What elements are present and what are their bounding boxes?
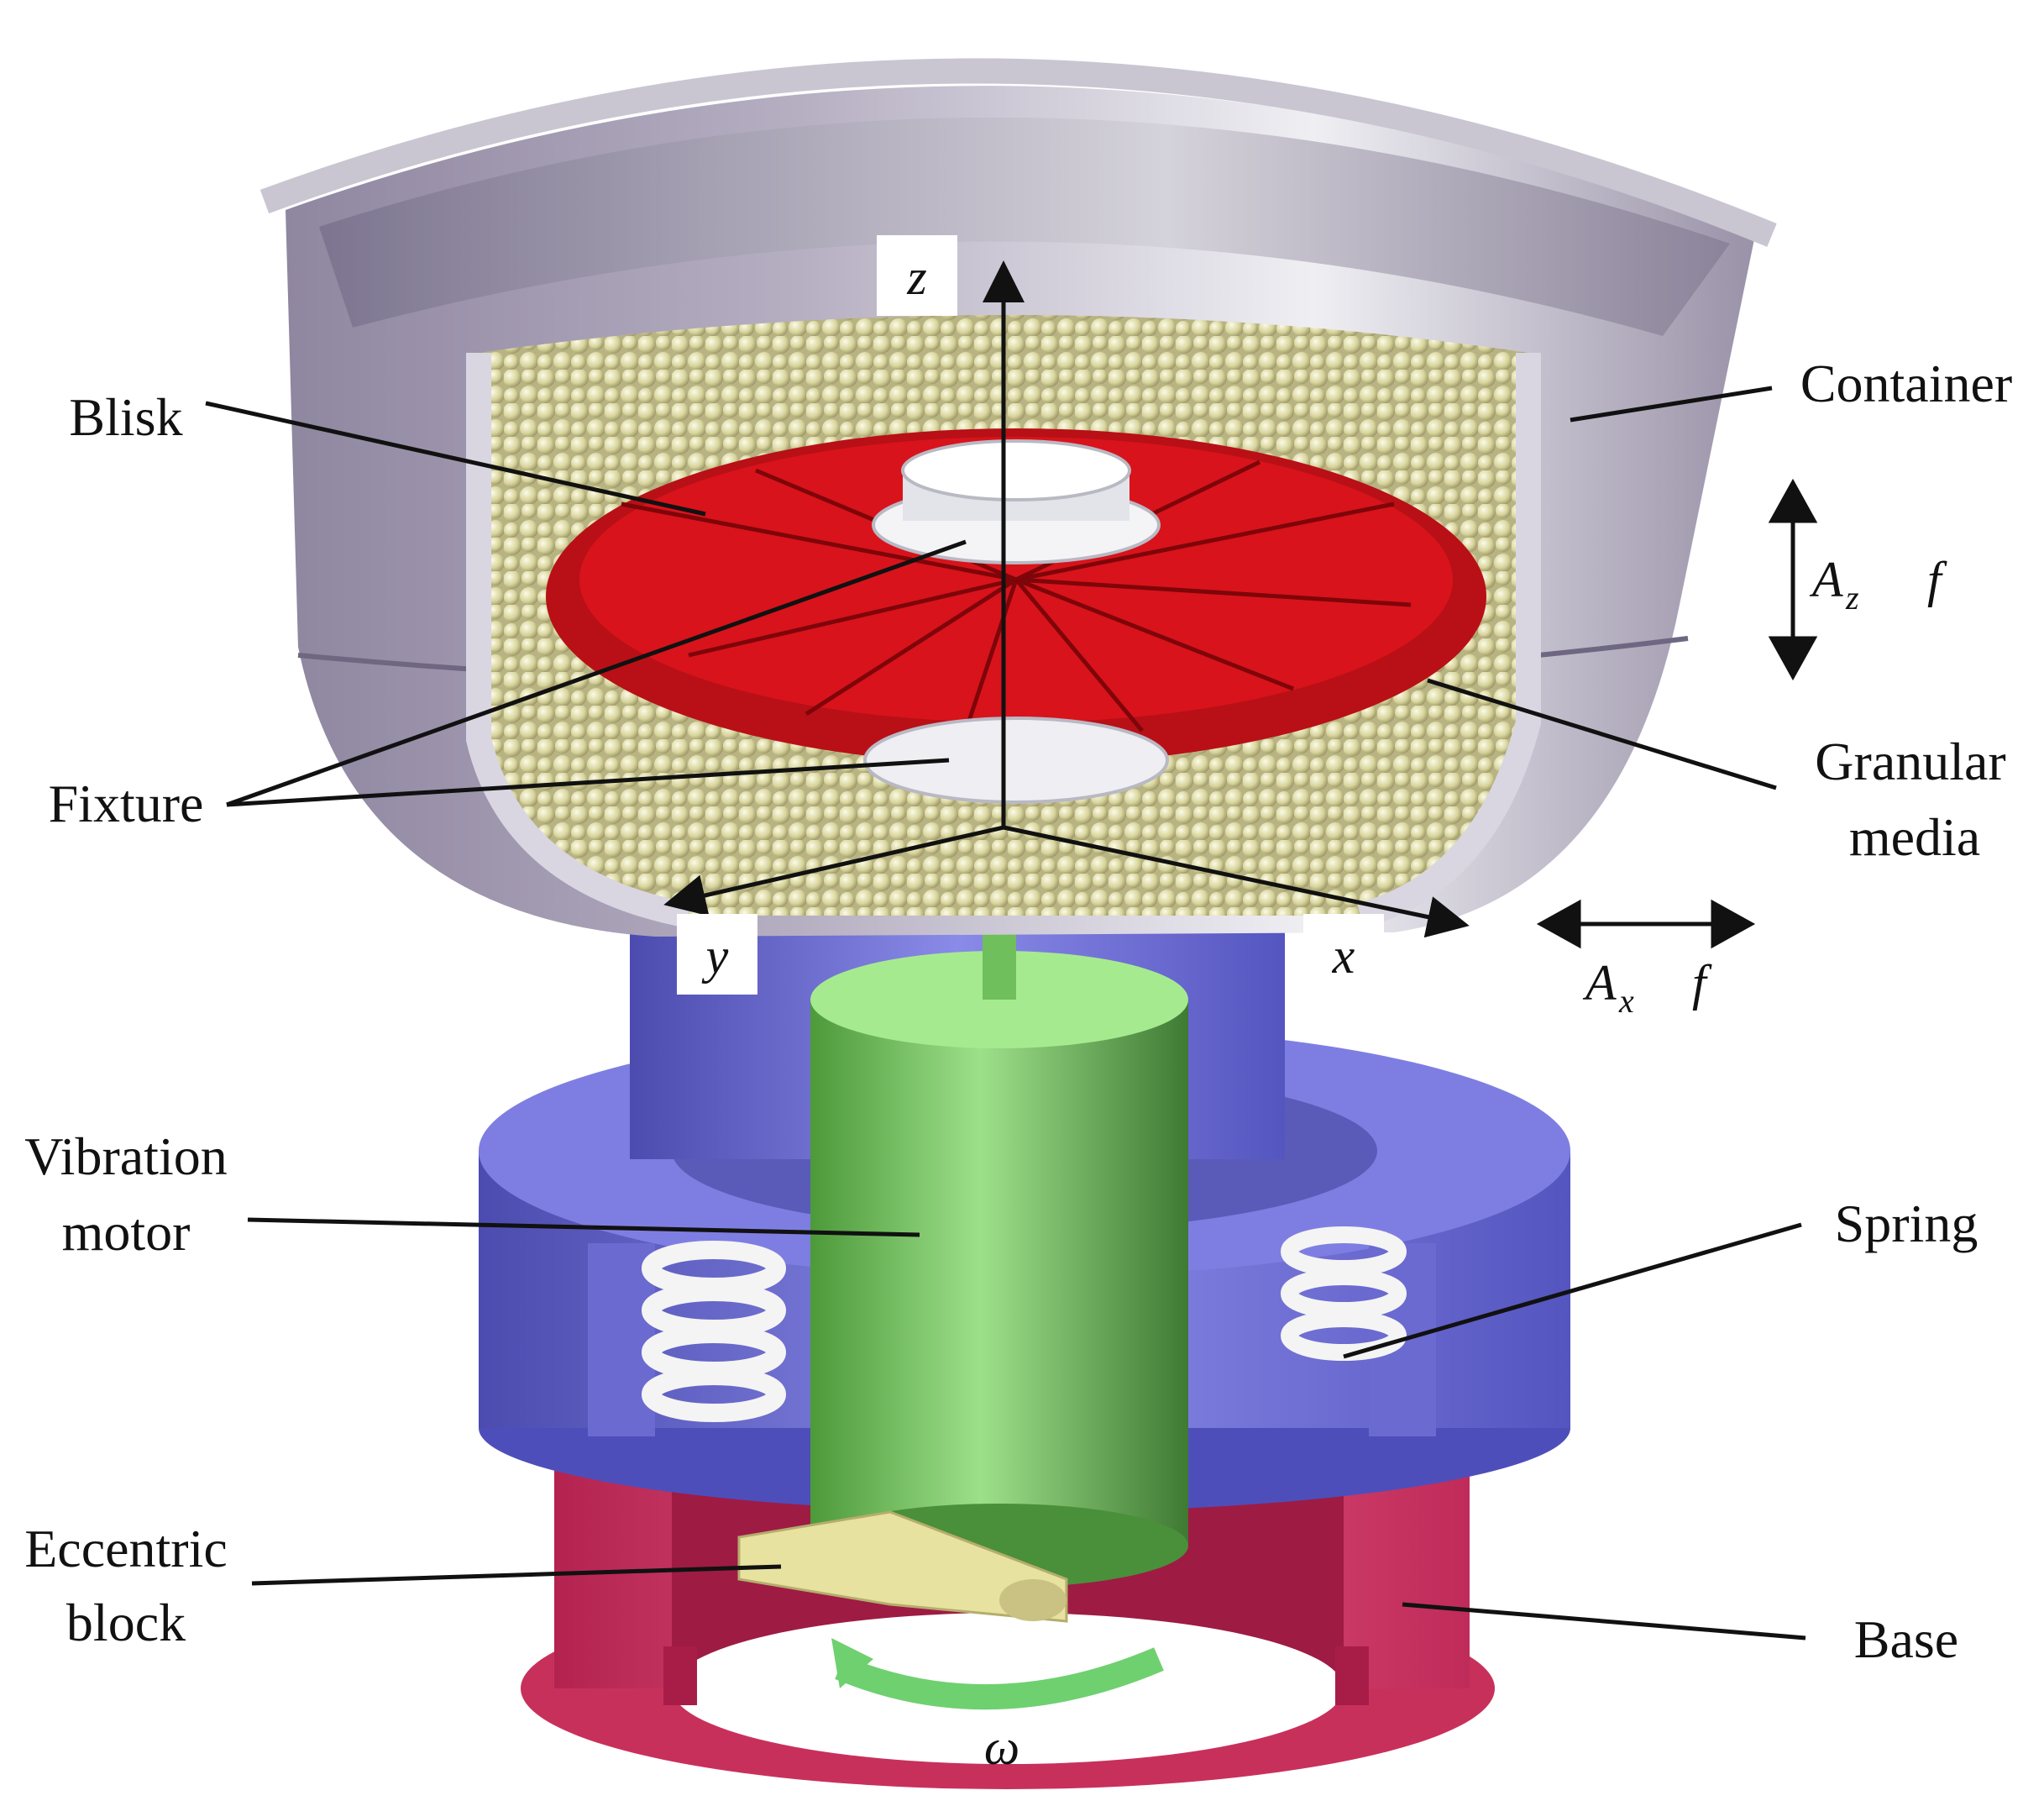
fixture-bottom — [863, 717, 1169, 804]
label-fixture: Fixture — [49, 774, 204, 833]
z-axis-box — [877, 235, 957, 316]
vertical-motion-arrow — [1768, 478, 1818, 681]
y-axis-box — [677, 914, 757, 995]
label-granular-line2: media — [1849, 807, 1980, 867]
label-spring: Spring — [1835, 1194, 1978, 1253]
rotation-arrow — [831, 1638, 1164, 1710]
y-axis-label: y — [701, 928, 729, 984]
label-granular-line1: Granular — [1815, 732, 2005, 791]
horizontal-motion-arrow — [1536, 899, 1756, 949]
x-axis-label: x — [1332, 928, 1355, 984]
vertical-amplitude-label: A — [1809, 552, 1843, 607]
vertical-amplitude-subscript: z — [1845, 579, 1859, 617]
label-eccentric-line2: block — [66, 1593, 186, 1652]
label-eccentric-line1: Eccentric — [24, 1519, 228, 1578]
horizontal-amplitude-label: A — [1582, 955, 1617, 1011]
label-vibration-line2: motor — [62, 1202, 191, 1262]
horizontal-frequency-label: f — [1692, 955, 1712, 1011]
label-vibration-line1: Vibration — [24, 1126, 227, 1186]
eccentric-block — [737, 1510, 1068, 1623]
rotation-label: ω — [984, 1719, 1019, 1775]
fixture-top — [872, 439, 1161, 564]
label-base: Base — [1854, 1609, 1958, 1669]
label-container: Container — [1800, 354, 2012, 413]
horizontal-amplitude-subscript: x — [1618, 982, 1634, 1020]
label-blisk: Blisk — [69, 387, 182, 447]
spring-left — [642, 1241, 786, 1422]
leader-lines — [205, 386, 1806, 1641]
z-axis-label: z — [906, 249, 926, 305]
coordinate-axes — [663, 260, 1470, 938]
vertical-frequency-label: f — [1927, 552, 1947, 607]
spring-right — [1281, 1226, 1407, 1361]
x-axis-box — [1303, 914, 1384, 995]
blisk-wheel — [546, 428, 1486, 764]
vibration-motor — [810, 890, 1188, 1588]
